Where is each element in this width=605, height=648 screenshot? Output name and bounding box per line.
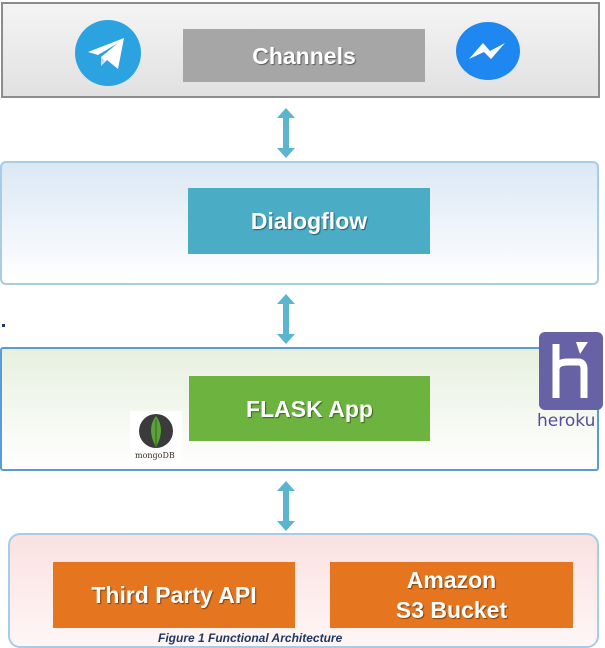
bidirectional-arrow: [276, 108, 296, 163]
channels-box: Channels: [183, 29, 425, 82]
flask-app-box: FLASK App: [189, 376, 430, 441]
figure-caption: Figure 1 Functional Architecture: [158, 631, 343, 645]
stray-dot: [2, 324, 5, 327]
mongodb-wordmark: mongoDB: [135, 451, 175, 460]
messenger-icon: [455, 21, 521, 90]
amazon-s3-bucket-box: Amazon S3 Bucket: [330, 562, 573, 628]
bidirectional-arrow: [276, 294, 296, 349]
telegram-icon: [74, 19, 142, 92]
heroku-logo: [538, 332, 605, 432]
bidirectional-arrow: [276, 481, 296, 536]
mongodb-logo: [130, 411, 182, 463]
heroku-wordmark: heroku: [537, 411, 596, 431]
dialogflow-box: Dialogflow: [188, 188, 430, 254]
third-party-api-box: Third Party API: [53, 562, 295, 628]
